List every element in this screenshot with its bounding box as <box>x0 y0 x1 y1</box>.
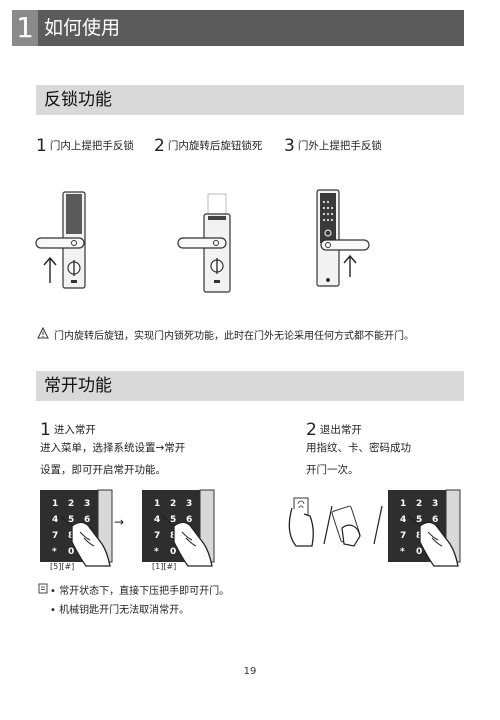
keypad-code-illustration: 123456789*0# <box>387 489 461 567</box>
keypad-key: 5 <box>416 515 422 525</box>
keypad-key: 7 <box>400 531 406 541</box>
note-icon <box>38 583 48 594</box>
keypad-enter-illustration: 123456789*0# <box>39 489 113 567</box>
deadlock-illustrations <box>35 189 370 293</box>
fingerprint-finger-icon <box>288 497 314 547</box>
keypad-key: * <box>52 547 57 557</box>
keypad-key: 1 <box>52 499 58 509</box>
keypad-key: 8 <box>416 531 422 541</box>
step-text: 退出常开 <box>319 424 362 436</box>
section-title-passage-mode: 常开功能 <box>44 376 112 396</box>
note-line-1: • 常开状态下，直接下压把手即可开门。 <box>50 586 230 597</box>
keypad-key: 8 <box>170 531 176 541</box>
section-title-deadlock: 反锁功能 <box>44 90 112 110</box>
keypad-key: 1 <box>400 499 406 509</box>
keypad-key: 0 <box>170 547 176 557</box>
step-number: 2 <box>306 420 317 440</box>
arrow-glyph: → <box>114 515 124 529</box>
page-number: 19 <box>243 666 257 677</box>
keypad-key: 5 <box>68 515 74 525</box>
passage-mode-illustrations: 123456789*0# → 123456789*0# 123456789*0# <box>39 489 461 567</box>
keypad-key: 6 <box>432 515 438 525</box>
chapter-header-bar <box>12 10 464 46</box>
keypad-key: 6 <box>186 515 192 525</box>
keypad-key: 3 <box>84 499 90 509</box>
note-line-2: • 机械钥匙开门无法取消常开。 <box>50 605 190 616</box>
exit-passage-line-1: 用指纹、卡、密码成功 <box>306 442 411 454</box>
section-header-bar <box>36 85 464 115</box>
step-number: 3 <box>284 136 295 156</box>
lock-outside-lift-illustration <box>316 189 370 287</box>
step-text: 门外上提把手反锁 <box>297 140 382 152</box>
step-text: 进入常开 <box>53 424 96 436</box>
warning-triangle-icon <box>37 327 49 339</box>
step-number: 1 <box>40 420 51 440</box>
enter-passage-line-2: 设置，即可开启常开功能。 <box>40 464 166 476</box>
keypad-key: * <box>154 547 159 557</box>
keypad-key: 3 <box>186 499 192 509</box>
keypad-key: 3 <box>432 499 438 509</box>
chapter-title: 如何使用 <box>44 17 121 39</box>
keypad-key: 4 <box>52 515 58 525</box>
chapter-number: 1 <box>12 10 38 46</box>
keypad-key: * <box>400 547 405 557</box>
keypad-key: 0 <box>68 547 74 557</box>
keypad-key: 2 <box>170 499 176 509</box>
keypad-key: 5 <box>170 515 176 525</box>
keypad-key: 4 <box>154 515 160 525</box>
keypad-sequence-right: [1][#] <box>152 562 177 571</box>
lock-inside-lift-illustration <box>35 191 86 289</box>
deadlock-warning-text: 门内旋转后旋钮，实现门内锁死功能，此时在门外无论采用任何方式都不能开门。 <box>54 331 414 342</box>
step-number: 2 <box>154 136 165 156</box>
keypad-key: 7 <box>52 531 58 541</box>
keypad-key: 4 <box>400 515 406 525</box>
step-text: 门内上提把手反锁 <box>49 140 134 152</box>
keypad-key: 8 <box>68 531 74 541</box>
keypad-key: 6 <box>84 515 90 525</box>
lock-inside-knob-illustration <box>177 193 231 293</box>
step-text: 门内旋转后旋钮锁死 <box>167 140 263 152</box>
keypad-key: 0 <box>416 547 422 557</box>
keypad-key: 7 <box>154 531 160 541</box>
exit-passage-line-2: 开门一次。 <box>306 464 359 476</box>
keypad-key: 2 <box>68 499 74 509</box>
card-hand-icon <box>331 505 361 547</box>
enter-passage-line-1: 进入菜单，选择系统设置→常开 <box>40 442 186 454</box>
section-header-bar <box>36 371 464 401</box>
keypad-confirm-illustration: 123456789*0# <box>141 489 215 567</box>
keypad-key: 1 <box>154 499 160 509</box>
step-number: 1 <box>36 136 47 156</box>
keypad-key: 2 <box>416 499 422 509</box>
keypad-sequence-left: [5][#] <box>50 562 75 571</box>
